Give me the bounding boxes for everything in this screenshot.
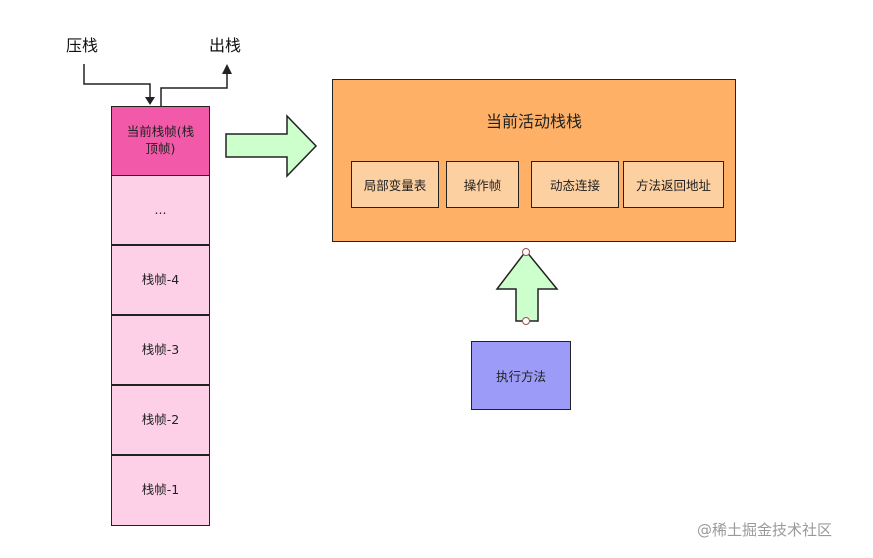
block-arrow-right	[225, 114, 318, 178]
stack-frame-ellipsis: ...	[111, 175, 210, 245]
push-arrowhead	[145, 97, 155, 105]
watermark: @稀土掘金技术社区	[697, 521, 833, 539]
arrow-handle-bottom	[522, 317, 530, 325]
arrow-handle-top	[522, 248, 530, 256]
stack-frame-current: 当前栈帧(栈 顶帧)	[111, 106, 210, 176]
stack-frame-current-line1: 当前栈帧(栈	[126, 124, 195, 140]
block-arrow-up	[495, 249, 559, 322]
return-address-box: 方法返回地址	[623, 161, 724, 208]
local-variable-table-box: 局部变量表	[351, 161, 439, 208]
execute-method-box: 执行方法	[471, 341, 571, 410]
dynamic-linking-box: 动态连接	[531, 161, 619, 208]
active-frame-title: 当前活动栈栈	[485, 112, 582, 131]
stack-frame-3: 栈帧-3	[111, 315, 210, 385]
pop-label: 出栈	[209, 36, 242, 55]
stack-frame-1: 栈帧-1	[111, 455, 210, 526]
pop-connector	[160, 72, 228, 106]
push-connector	[83, 64, 151, 98]
active-frame-box: 当前活动栈栈	[332, 79, 736, 242]
stack-frame-4: 栈帧-4	[111, 245, 210, 315]
push-label: 压栈	[66, 36, 99, 55]
operand-frame-box: 操作帧	[446, 161, 519, 208]
pop-arrowhead	[222, 64, 232, 74]
stack-frame-2: 栈帧-2	[111, 385, 210, 455]
stack-frame-current-line2: 顶帧)	[145, 141, 176, 156]
